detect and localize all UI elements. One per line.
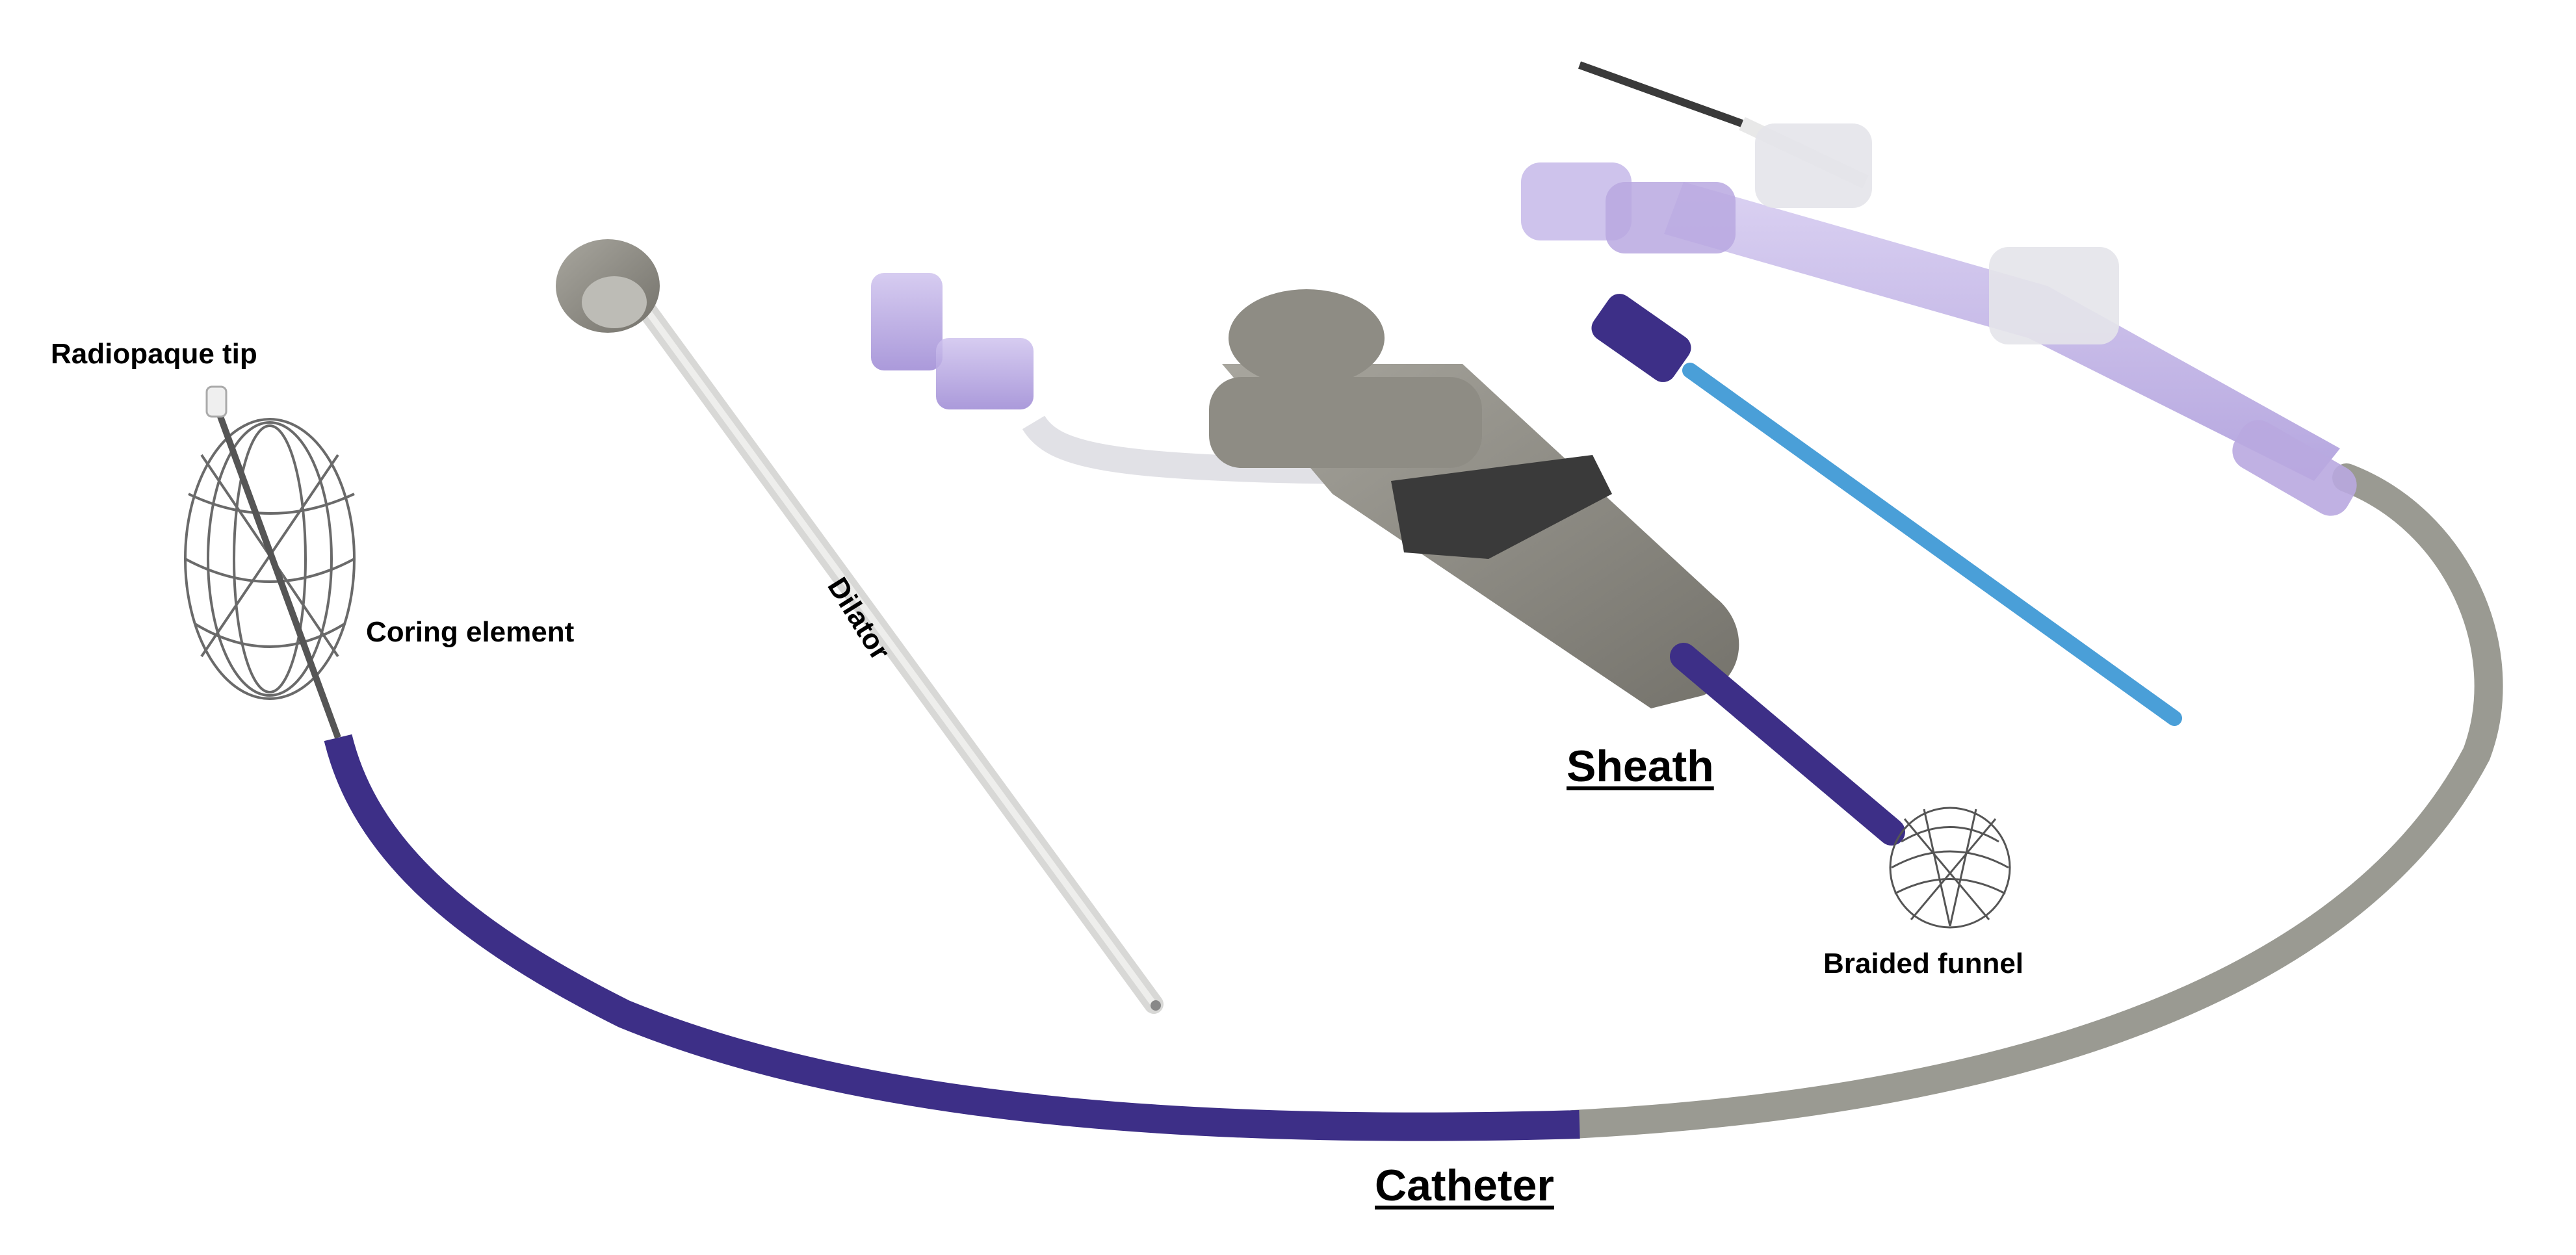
dilator: [556, 239, 1164, 1014]
sheath-handle: [871, 273, 1905, 846]
catheter-shaft-gray: [1559, 463, 2503, 1139]
radiopaque-tip-label: Radiopaque tip: [51, 338, 257, 370]
coring-core-wire: [215, 408, 341, 739]
catheter-label: Catheter: [1375, 1161, 1554, 1210]
sheath-label: Sheath: [1567, 742, 1714, 791]
catheter-shaft-purple: [324, 734, 1580, 1141]
braided-funnel-label: Braided funnel: [1823, 948, 2024, 979]
coring-element-mesh: [184, 418, 356, 700]
coring-leader: [351, 624, 359, 629]
catheter-hub: [1521, 61, 2357, 516]
blue-introducer: [1591, 294, 2182, 726]
coring-element-label: Coring element: [366, 616, 575, 648]
braided-funnel: [1889, 807, 2011, 929]
radiopaque-tip-marker: [205, 385, 228, 418]
